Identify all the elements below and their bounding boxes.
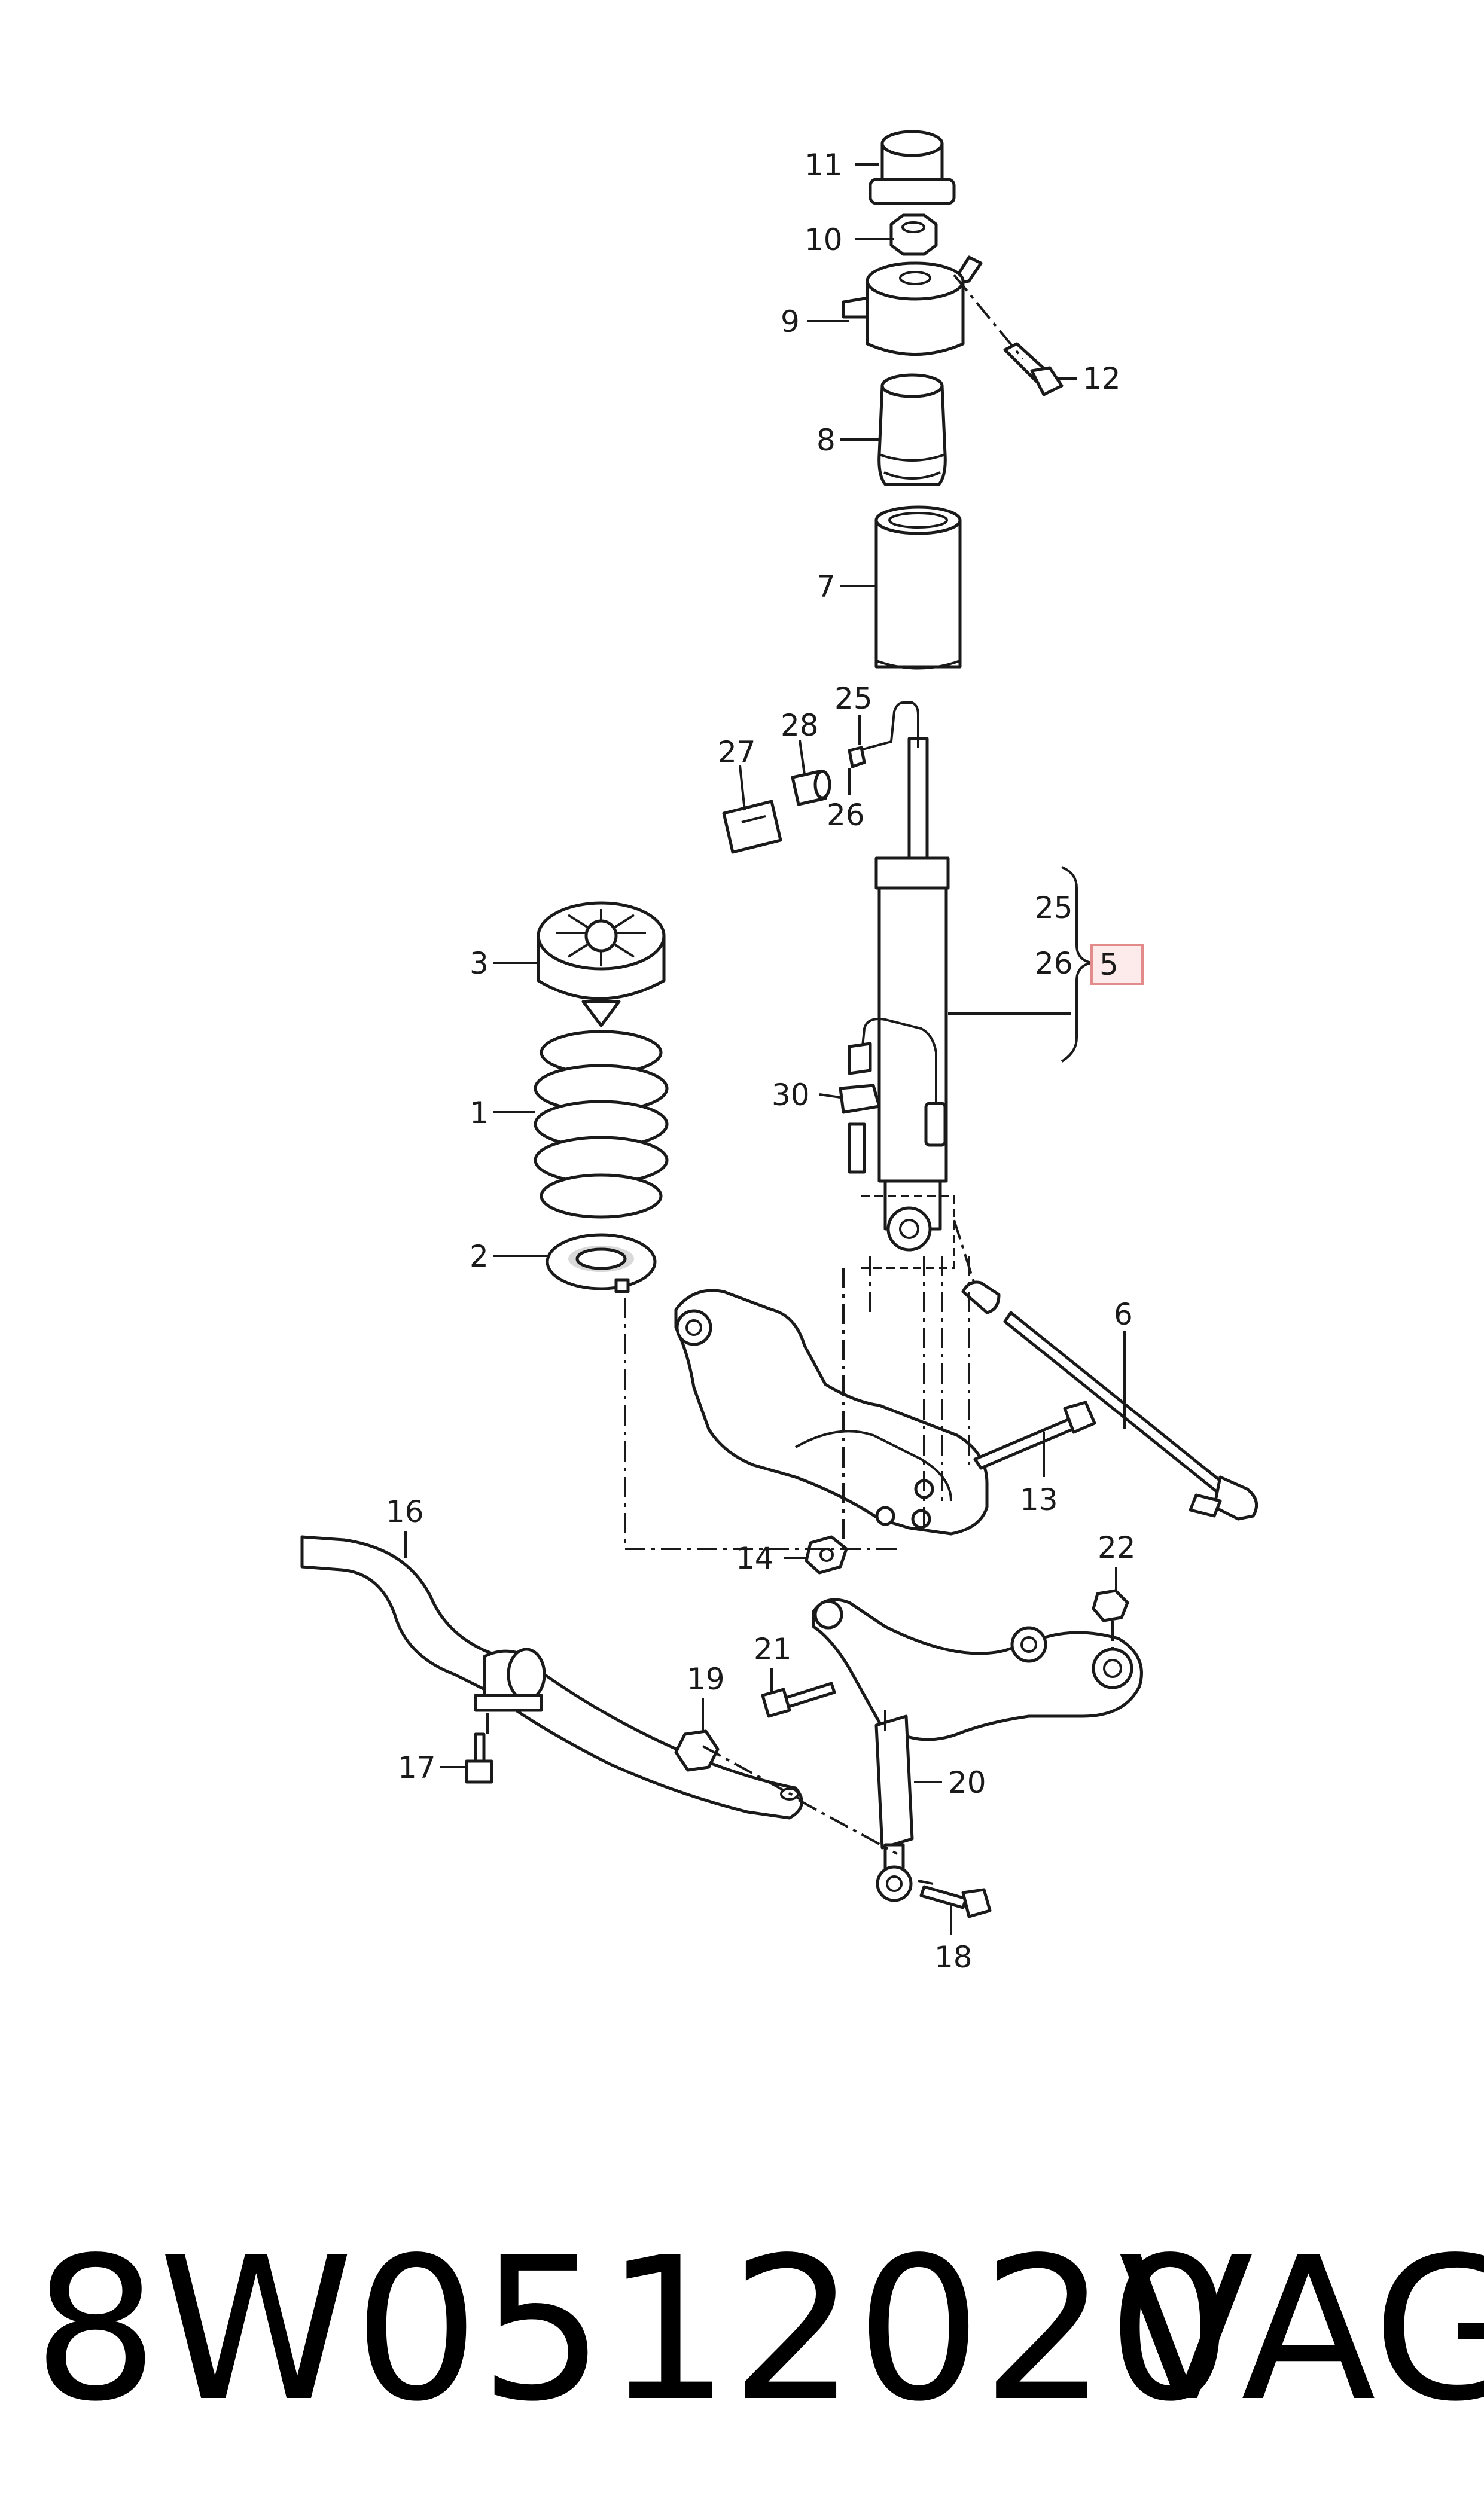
callout-13: 13 (1020, 1482, 1058, 1517)
part-3-upper-spring-seat (537, 901, 666, 1027)
sensor-plug (924, 1102, 947, 1147)
part-11-cap (869, 130, 956, 205)
callout-5: 5 (1099, 947, 1119, 982)
callout-16: 16 (386, 1494, 424, 1529)
callout-30: 30 (772, 1078, 810, 1112)
part-30-cable-clip (839, 1042, 881, 1174)
callout-2: 2 (470, 1239, 489, 1274)
callout-18: 18 (934, 1940, 973, 1975)
callout-20: 20 (948, 1765, 986, 1800)
part-19-nut (674, 1729, 720, 1772)
callout-1: 1 (470, 1096, 489, 1130)
callout-labels: 11 10 9 12 8 7 25 28 27 26 3 1 2 30 25 2… (386, 148, 1136, 1975)
part-6-sensor-linkage (961, 1280, 1258, 1521)
cable-lower (860, 1018, 937, 1106)
part-13-bolt (973, 1401, 1096, 1470)
part-9-top-mount (842, 255, 983, 356)
part-26-connector (848, 746, 866, 768)
callout-8: 8 (816, 423, 836, 457)
part-14-nut (805, 1535, 848, 1575)
part-28-plug (791, 770, 831, 806)
footer-part-number: 8W0512020 (33, 2215, 1233, 2445)
callout-3: 3 (470, 946, 489, 981)
part-18-bolt (919, 1885, 992, 1918)
cable-upper (858, 701, 919, 752)
callout-7: 7 (816, 569, 836, 604)
part-22-nut (1092, 1589, 1129, 1622)
brace-label-26: 26 (1035, 946, 1073, 981)
callout-22: 22 (1098, 1530, 1136, 1565)
callout-21: 21 (754, 1632, 792, 1667)
callout-25-top: 25 (834, 681, 873, 716)
callout-26-top: 26 (827, 798, 865, 832)
part-27-connector-housing (722, 800, 782, 854)
part-2-lower-spring-seat (546, 1233, 657, 1293)
upper-control-arm (812, 1598, 1143, 1741)
part-12-bolt (1003, 342, 1064, 396)
part-7-dust-cover (874, 505, 962, 670)
part-16-stabilizer-bar (300, 1535, 803, 1820)
callout-28: 28 (781, 708, 819, 743)
part-20-coupling-rod (874, 1714, 914, 1902)
callout-27: 27 (718, 735, 756, 770)
part-8-bump-stop (877, 373, 947, 486)
callout-highlight-5 (1090, 944, 1144, 985)
callout-brace (1061, 866, 1144, 1063)
callout-12: 12 (1083, 361, 1121, 396)
part-10-nut (889, 213, 938, 256)
part-1-coil-spring (534, 1030, 669, 1219)
part-5-shock-absorber (861, 737, 955, 1269)
callout-19: 19 (687, 1662, 725, 1697)
lower-control-arm (674, 1289, 989, 1536)
callout-6: 6 (1114, 1297, 1133, 1332)
brace-label-25: 25 (1035, 890, 1073, 925)
callout-9: 9 (781, 304, 800, 339)
footer-brand: VAG (1119, 2215, 1484, 2445)
callout-17: 17 (398, 1750, 436, 1785)
part-21-bolt (761, 1682, 836, 1718)
callout-14: 14 (736, 1541, 774, 1576)
callout-10: 10 (805, 222, 843, 257)
leader-lines (404, 163, 1126, 1935)
assembly-lines (486, 274, 1114, 1885)
part-17-bolt (465, 1732, 493, 1784)
callout-11: 11 (805, 148, 843, 182)
